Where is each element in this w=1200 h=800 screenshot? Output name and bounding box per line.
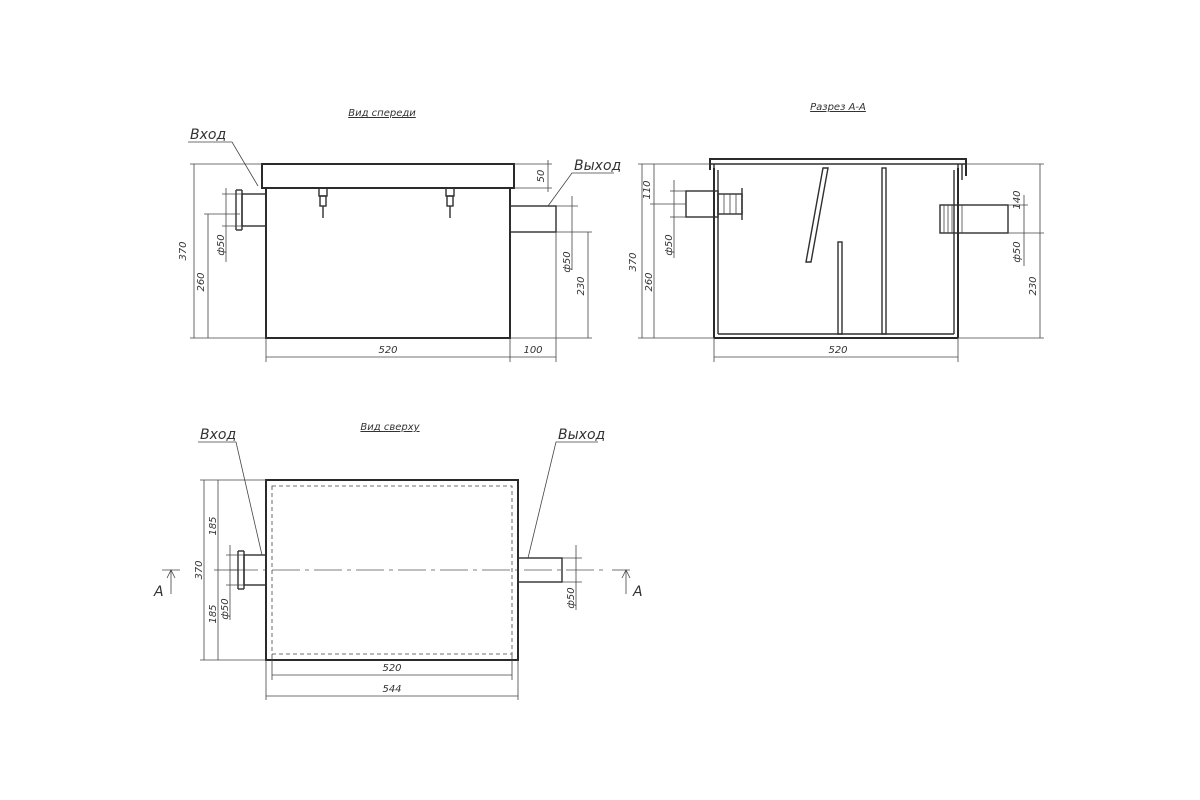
front-dim-outlet-dia: ф50 (562, 251, 573, 272)
section-baffles (805, 167, 887, 335)
top-view-title: Вид сверху (360, 422, 420, 433)
front-inlet-label: Вход (190, 127, 226, 143)
front-outlet-label: Выход (574, 158, 621, 174)
front-clip-right (445, 187, 455, 218)
front-dim-inlet-height: 260 (196, 272, 207, 291)
section-dim-lines-right (958, 163, 1044, 339)
top-dim-inlet-dia: ф50 (220, 598, 231, 619)
top-inlet-label: Вход (200, 427, 236, 443)
top-dim-total: 370 (194, 560, 205, 579)
front-dim-lines-right (510, 160, 592, 339)
front-view-title: Вид спереди (348, 108, 416, 119)
front-body (265, 187, 511, 339)
front-view: Вид спереди Вход Выход (178, 108, 621, 362)
front-dim-inlet-dia: ф50 (216, 234, 227, 255)
top-dim-lines-right (562, 545, 582, 610)
section-view: Разрез А-А (628, 102, 1044, 362)
top-section-mark-left-letter: А (153, 584, 164, 600)
front-inlet-leader (188, 141, 259, 187)
section-dim-inlet-dia: ф50 (664, 234, 675, 255)
top-section-marker-left (162, 569, 180, 594)
front-dim-lines-bottom (265, 232, 557, 362)
section-dim-total-height: 370 (628, 252, 639, 271)
top-outlet-leader (527, 441, 598, 559)
top-dim-lines-bottom (265, 654, 519, 700)
section-outlet-fitting (939, 204, 1009, 234)
front-lid (261, 163, 515, 189)
top-view: Вид сверху Вход Выход А (153, 422, 643, 700)
top-outlet-label: Выход (558, 427, 605, 443)
front-dim-total-height: 370 (178, 241, 189, 260)
top-outlet-pipe (517, 557, 563, 583)
top-dim-outer-width: 544 (382, 684, 401, 695)
section-tank-walls (713, 168, 959, 339)
section-dim-lines-left (638, 163, 714, 339)
front-dim-outlet-height: 230 (576, 276, 587, 295)
front-dim-outlet-len: 100 (523, 345, 542, 356)
section-dim-right-offset: 140 (1012, 190, 1023, 209)
section-dim-outlet-height: 230 (1028, 276, 1039, 295)
front-inlet-pipe (235, 189, 267, 231)
front-outlet-pipe (509, 205, 557, 233)
front-clip-left (318, 187, 328, 218)
front-dim-lid: 50 (536, 170, 547, 183)
top-dim-half-upper: 185 (208, 516, 219, 535)
front-dim-width: 520 (378, 345, 397, 356)
top-section-marker-right (612, 569, 631, 594)
top-inlet-leader (198, 441, 263, 556)
top-section-mark-right-letter: А (632, 584, 643, 600)
front-outlet-leader (547, 172, 614, 207)
top-dim-half-lower: 185 (208, 604, 219, 623)
section-view-title: Разрез А-А (810, 102, 866, 113)
section-dim-width: 520 (828, 345, 847, 356)
top-dim-outlet-dia: ф50 (566, 587, 577, 608)
section-dim-outlet-dia: ф50 (1012, 241, 1023, 262)
section-dim-lines-bottom (713, 338, 959, 362)
top-dim-lines-left (200, 479, 266, 661)
section-dim-top-offset: 110 (642, 180, 653, 199)
top-dim-inner-width: 520 (382, 663, 401, 674)
section-dim-inlet-height: 260 (644, 272, 655, 291)
front-dim-lines-left (190, 163, 266, 339)
section-lid (709, 158, 967, 180)
